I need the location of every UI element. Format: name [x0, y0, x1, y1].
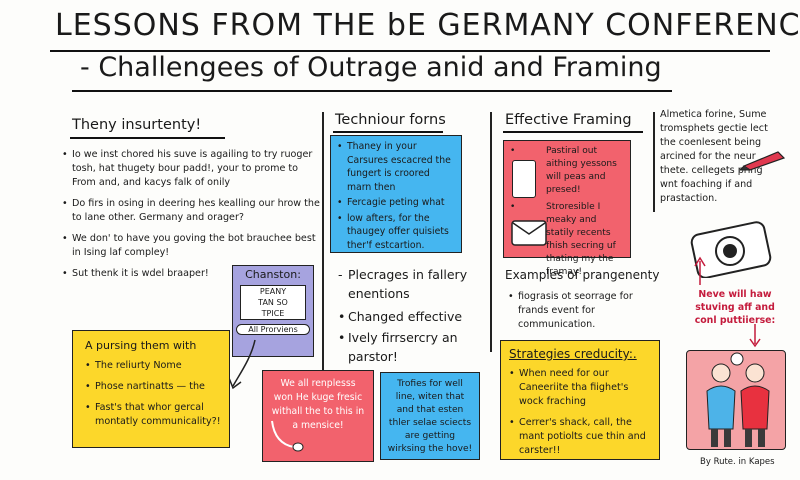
col1-bullet: We don' to have you goving the bot brauc… [62, 232, 320, 260]
col1-heading: Theny insurtenty! [72, 117, 202, 133]
col2-heading: Techniour forns [335, 112, 446, 128]
plecrages-heading: -Plecrages in fallery enentions [338, 267, 468, 301]
examples-bullet: fiograsis ot seorrage for frands event f… [508, 290, 658, 332]
strategies-heading: Strategies creducity:. [509, 347, 637, 361]
col1-bullets: Io we inst chored his suve is agailing t… [62, 148, 320, 288]
blue-box-bullet: Thaney in your Carsures escacred the fun… [337, 140, 455, 194]
framing-bullet: Pastiral out aithing yessons will peas a… [510, 145, 624, 197]
col2-heading-underline [333, 131, 443, 133]
chanson-label: Chanston: [245, 268, 301, 281]
protest-sign: PEANY TAN SO TPICE [240, 285, 306, 320]
envelope-icon [511, 220, 547, 246]
microphone-icon [271, 420, 304, 452]
framing-bullet: Stroresible I meaky and statily recents … [510, 201, 624, 279]
people-illustration [686, 350, 786, 450]
column-divider-3 [653, 112, 655, 212]
col2-red-box: We all renplesss won He kuge fresic with… [262, 370, 374, 462]
pencil-icon [738, 151, 786, 171]
yellow-box-bullet: The reliurty Nome [85, 359, 221, 373]
title-line-1: LESSONS FROM THE bE GERMANY CONFERENCE: [55, 8, 800, 43]
col1-bullet: Do firs in osing in deering hes kealling… [62, 197, 320, 225]
col1-bullet: Io we inst chored his suve is agailing t… [62, 148, 320, 190]
plecrages-bullet: Ively firrsercry an parstor! [338, 328, 488, 366]
col4-red-note: Neve will haw stuving aff and conl putti… [694, 289, 776, 326]
column-divider-1 [322, 112, 324, 452]
col1-heading-underline [70, 137, 225, 139]
chanson-caption: All Prorviens [236, 324, 310, 335]
yellow-box-bullet: Fast's that whor gercal montatly communi… [85, 401, 221, 429]
arrow-down-icon [749, 324, 761, 348]
col3-heading-underline [503, 131, 643, 133]
blue-box-bullet: Fercagie peting what [337, 196, 455, 210]
yellow-box-bullet: Phose nartinatts — the [85, 380, 221, 394]
column-divider-2 [490, 112, 492, 352]
col2-blue-box: Thaney in your Carsures escacred the fun… [330, 135, 462, 253]
col1-yellow-box: A pursing them with The reliurty Nome Ph… [72, 330, 230, 448]
col3-heading: Effective Framing [505, 112, 632, 128]
red-box-text: We all renplesss won He kuge fresic with… [271, 378, 365, 431]
examples-heading: Examples of prangenenty [505, 268, 660, 282]
chanson-box: Chanston: PEANY TAN SO TPICE All Prorvie… [232, 265, 314, 357]
strategies-bullet: Cerrer's shack, call, the mant potiolts … [509, 416, 651, 458]
plecrages-heading-text: Plecrages in fallery enentions [348, 267, 468, 301]
yellow-box-heading: A pursing them with [85, 339, 197, 352]
plecrages-bullet: Changed effective [338, 307, 488, 326]
plecrages-section: -Plecrages in fallery enentions Changed … [338, 265, 488, 368]
strategies-box: Strategies creducity:. When need for our… [500, 340, 660, 460]
sign-line: TPICE [261, 309, 285, 318]
examples-list: fiograsis ot seorrage for frands event f… [508, 290, 658, 339]
phone-icon [512, 160, 536, 198]
col4-note: Almetica forine, Sume tromsphets gectie … [660, 109, 768, 204]
title-underline-2 [72, 90, 672, 92]
people-icon [706, 352, 770, 447]
arrow-icon [228, 339, 256, 390]
camera-icon [690, 221, 772, 278]
col2-blue-box-2: Trofies for well line, witen that and th… [380, 372, 480, 460]
arrow-up-icon [694, 256, 706, 285]
col1-bullet: Sut thenk it is wdel braaper! [62, 267, 320, 281]
sign-line: TAN SO [258, 298, 288, 307]
strategies-bullet: When need for our Caneeriite tha fiighet… [509, 367, 651, 409]
title-line-2: - Challengees of Outrage anid and Framin… [80, 52, 662, 83]
blue-box-bullet: low afters, for the thaugey offer quisie… [337, 212, 455, 253]
sign-line: PEANY [259, 287, 287, 296]
credit: By Rute. in Kapes [700, 457, 775, 467]
title-underline-1 [50, 50, 770, 52]
blue-box-2-text: Trofies for well line, witen that and th… [387, 379, 473, 454]
